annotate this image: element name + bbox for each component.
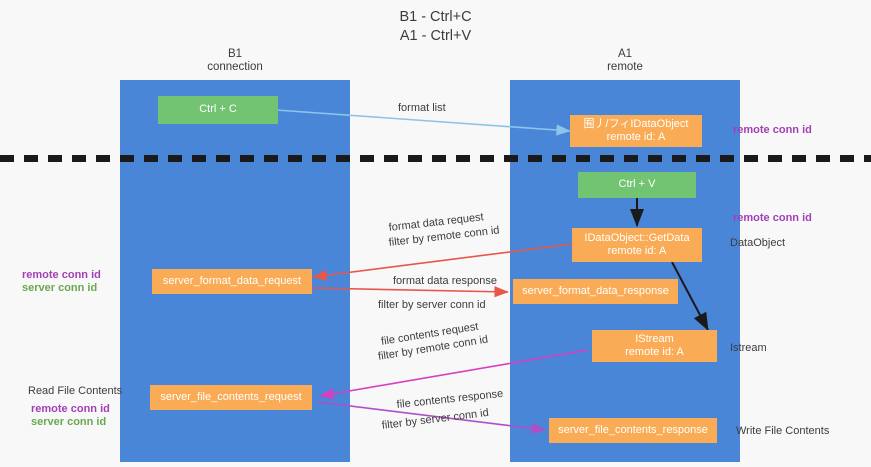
lane-header-b1: B1 connection [120,48,350,74]
node-ctrl-v-label: Ctrl + V [618,178,656,191]
diagram-title: B1 - Ctrl+C A1 - Ctrl+V [0,8,871,46]
annotation-right-remote-conn-id-mid: remote conn id [733,212,812,224]
node-server-format-data-response[interactable]: server_format_data_response [513,279,678,304]
filter-prefix-2: filter by [378,299,417,311]
annotation-left-server-conn-id-mid: server conn id [22,282,98,294]
node-ctrl-c-label: Ctrl + C [199,103,237,116]
node-idataobject-line1: 囿丿/フィIDataObject [583,117,689,130]
node-server-file-contents-response[interactable]: server_file_contents_response [549,418,717,443]
node-getdata-line1: IDataObject::GetData [584,231,690,244]
phase-divider [0,155,871,162]
edge-filter-format-data-response: filter by server conn id [378,298,486,312]
node-server-format-data-response-label: server_format_data_response [522,284,669,297]
edge-label-format-list: format list [398,102,446,114]
node-server-file-contents-response-label: server_file_contents_response [558,423,708,436]
edge-format-data-request [312,243,573,281]
lane-b1-sub: connection [207,61,263,73]
node-server-file-contents-request[interactable]: server_file_contents_request [150,385,312,410]
edge-format-list [275,109,571,136]
node-getdata-line2: remote id: A [607,245,667,257]
node-ctrl-v[interactable]: Ctrl + V [578,172,696,198]
annotation-left-remote-conn-id-mid: remote conn id [22,269,101,281]
annotation-left-read-file-contents: Read File Contents [28,385,123,397]
node-idataobject[interactable]: 囿丿/フィIDataObject remote id: A [570,115,702,147]
annotation-right-write-file-contents: Write File Contents [736,425,830,437]
node-istream[interactable]: IStream remote id: A [592,330,717,362]
filter-key-2: server conn id [416,299,486,311]
lane-a1-name: A1 [617,48,633,60]
lane-a1-sub: remote [607,61,643,73]
annotation-right-remote-conn-id-top: remote conn id [733,124,812,136]
edge-file-contents-response [317,401,546,434]
annotation-left-server-conn-id-bot: server conn id [31,416,107,428]
lane-header-a1: A1 remote [510,48,740,74]
node-istream-line1: IStream [635,332,674,345]
node-server-file-contents-request-label: server_file_contents_request [160,390,302,403]
edge-file-contents-request [319,349,589,400]
title-line-2: A1 - Ctrl+V [399,28,472,44]
edge-getdata-istream [671,261,709,331]
edge-label-format-data-response: format data response [393,275,497,287]
title-line-1: B1 - Ctrl+C [399,9,472,25]
annotation-left-remote-conn-id-bot: remote conn id [31,403,110,415]
node-ctrl-c[interactable]: Ctrl + C [158,96,278,124]
lane-b1-name: B1 [227,48,243,60]
annotation-right-dataobject: DataObject [730,237,786,249]
node-server-format-data-request[interactable]: server_format_data_request [152,269,312,294]
edge-format-data-response [312,286,509,298]
node-istream-line2: remote id: A [625,346,684,358]
node-idataobject-line2: remote id: A [606,131,666,143]
annotation-right-istream: Istream [730,342,767,354]
node-idataobject-getdata[interactable]: IDataObject::GetData remote id: A [572,228,702,262]
node-server-format-data-request-label: server_format_data_request [162,274,302,287]
